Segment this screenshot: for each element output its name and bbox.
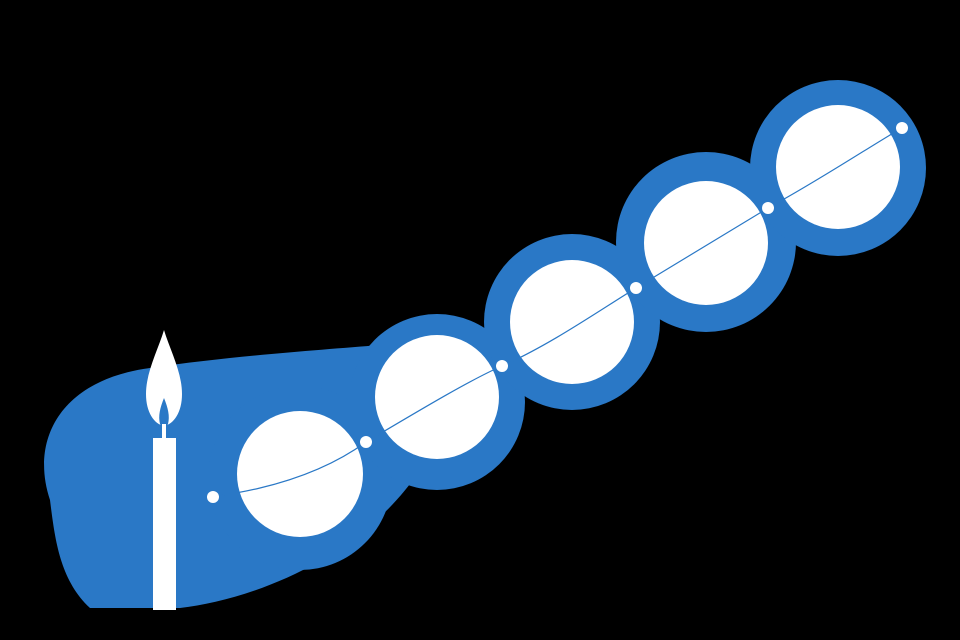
candle-wick [162, 424, 166, 438]
milestone-dot-2 [360, 436, 372, 448]
flame-inner [159, 398, 169, 427]
milestone-dot-6 [896, 122, 908, 134]
candle-icon [146, 330, 182, 610]
stage-circle-1 [237, 411, 363, 537]
milestone-dot-5 [762, 202, 774, 214]
stage-circle-3 [510, 260, 634, 384]
stage-circle-4 [644, 181, 768, 305]
milestone-dot-3 [496, 360, 508, 372]
milestone-dot-4 [630, 282, 642, 294]
milestone-dot-1 [207, 491, 219, 503]
stage-circle-2 [375, 335, 499, 459]
flame-icon [146, 330, 182, 426]
candle-body [153, 438, 176, 610]
progress-path [175, 127, 903, 501]
milestone-dots [207, 122, 908, 503]
stage-circles [237, 105, 900, 537]
